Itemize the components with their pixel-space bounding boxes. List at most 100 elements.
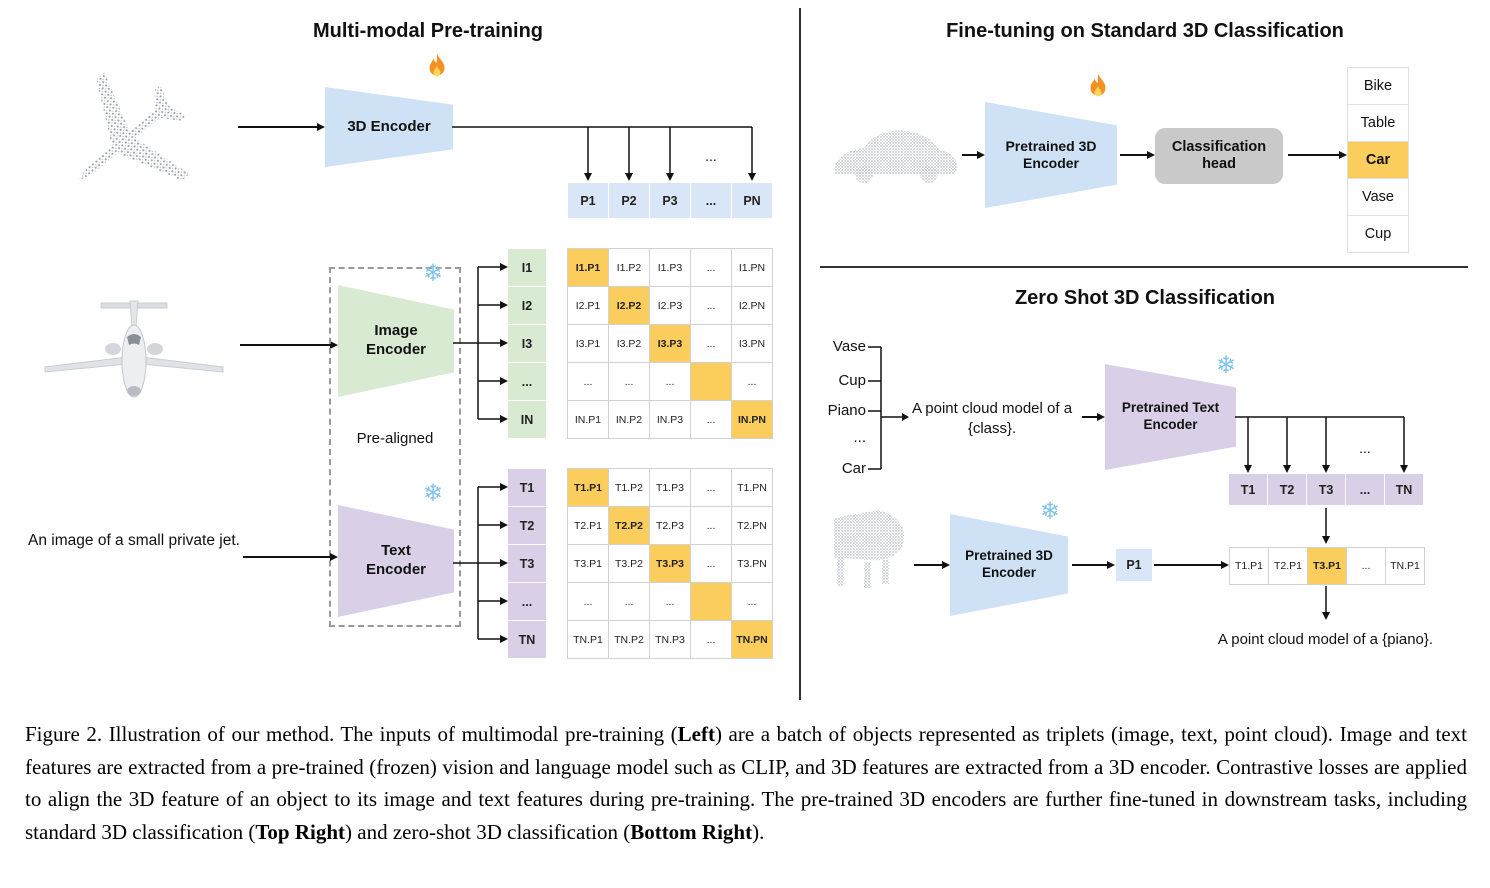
matrix-cell: ... [650,583,690,620]
t-cell: T2 [508,507,546,544]
result-cell: ... [1347,548,1385,584]
caption-text: Figure 2. Illustration of our method. Th… [25,722,678,746]
p-feature-row: P1 P2 P3 ... PN [568,183,772,218]
t-feature-column: T1 T2 T3 ... TN [508,469,546,658]
matrix-cell: IN.P1 [568,401,608,438]
matrix-cell: I2.PN [732,287,772,324]
arrow-car-to-encoder [962,154,978,156]
matrix-cell: T2.PN [732,507,772,544]
matrix-cell [691,363,731,400]
matrix-cell [691,583,731,620]
class-word-ellipsis: ... [853,429,866,446]
i-cell: I1 [508,249,546,286]
result-cell: T2.P1 [1269,548,1307,584]
vertical-divider [799,8,801,700]
matrix-cell: I1.P2 [609,249,649,286]
caption-bold-left: Left [677,722,715,746]
matrix-cell: ... [691,249,731,286]
p-cell: ... [691,183,731,218]
arrow-plane-to-3d-encoder [238,126,318,128]
image-encoder-fanout-lines [453,263,508,423]
ellipsis-label: ... [705,148,717,164]
image-encoder-label: Image Encoder [365,322,426,358]
arrow-result-to-output [1322,586,1330,620]
matrix-cell: T3.P3 [650,545,690,582]
output-text: A point cloud model of a {piano}. [1217,631,1434,648]
snowflake-icon: ❄ [423,260,444,287]
t-cell: T1 [1229,474,1267,505]
matrix-cell: T1.P2 [609,469,649,506]
matrix-cell: ... [691,621,731,658]
3d-encoder-trapezoid: 3D Encoder [325,87,453,167]
matrix-cell: TN.P3 [650,621,690,658]
class-word: Piano [827,402,866,419]
matrix-cell: T1.P3 [650,469,690,506]
airplane-point-cloud [79,72,190,181]
zeroshot-result-row: T1.P1 T2.P1 T3.P1 ... TN.P1 [1229,547,1425,585]
image-point-matrix: I1.P1 I1.P2 I1.P3 ... I1.PN I2.P1 I2.P2 … [567,248,773,439]
matrix-cell: I2.P1 [568,287,608,324]
text-encoder-fanout-lines [453,483,508,643]
arrow-image-to-image-encoder [240,344,331,346]
matrix-cell: I1.P1 [568,249,608,286]
matrix-cell: I2.P2 [609,287,649,324]
matrix-cell: TN.P1 [568,621,608,658]
arrow-head-to-classes [1288,154,1340,156]
pretrained-3d-encoder-label: Pretrained 3D Encoder [1005,137,1097,172]
class-words-fanin-lines [868,346,909,470]
p-cell: P1 [568,183,608,218]
class-row: Bike [1348,68,1408,104]
matrix-cell: T2.P1 [568,507,608,544]
caption-text: ) are a batch of objects represented as … [25,722,1467,844]
class-word: Car [841,460,866,477]
3d-encoder-label: 3D Encoder [347,117,431,135]
car-point-cloud [834,130,957,183]
matrix-cell: I3.P3 [650,325,690,362]
arrow-p1-to-result [1154,564,1222,566]
matrix-cell: I1.PN [732,249,772,286]
matrix-cell: T1.P1 [568,469,608,506]
i-cell: I3 [508,325,546,362]
i-cell: I2 [508,287,546,324]
p-cell: PN [732,183,772,218]
figure-caption: Figure 2. Illustration of our method. Th… [25,718,1467,848]
matrix-cell: ... [691,401,731,438]
prompt-text: A point cloud model of a {class}. [911,400,1073,438]
matrix-cell: T1.PN [732,469,772,506]
class-row: Table [1348,105,1408,141]
caption-text: ) and zero-shot 3D classification ( [345,819,631,844]
pretrained-3d-encoder-trapezoid: Pretrained 3D Encoder [985,102,1117,208]
bottom-right-title: Zero Shot 3D Classification [1014,287,1276,309]
arrow-piano-to-encoder [914,564,943,566]
result-cell-highlighted: T3.P1 [1308,548,1346,584]
classification-head-box: Classification head [1155,128,1283,184]
class-list: Bike Table Car Vase Cup [1347,67,1409,253]
pretrained-text-encoder-label: Pretrained Text Encoder [1121,400,1220,432]
classification-head-label: Classification head [1171,138,1267,172]
t-cell: T3 [508,545,546,582]
matrix-cell: ... [732,363,772,400]
matrix-cell: ... [691,287,731,324]
i-feature-column: I1 I2 I3 ... IN [508,249,546,438]
pretrained-3d-encoder-zeroshot-trapezoid: Pretrained 3D Encoder [950,514,1068,616]
top-right-title: Fine-tuning on Standard 3D Classificatio… [946,20,1344,42]
arrow-prompt-to-text-encoder [1082,416,1098,418]
t-cell: TN [1385,474,1423,505]
matrix-cell: T3.P1 [568,545,608,582]
matrix-cell: ... [650,363,690,400]
caption-bold-bottom-right: Bottom Right [630,819,753,844]
pretrained-text-encoder-trapezoid: Pretrained Text Encoder [1105,364,1236,470]
arrow-encoder-to-p1 [1072,564,1108,566]
matrix-cell: ... [691,325,731,362]
matrix-cell: IN.P2 [609,401,649,438]
left-panel-title: Multi-modal Pre-training [313,20,543,42]
class-word: Cup [838,372,866,389]
arrow-text-to-text-encoder [243,556,331,558]
matrix-cell: IN.P3 [650,401,690,438]
ellipsis-label: ... [1359,440,1371,456]
matrix-cell: ... [691,507,731,544]
t-cell: T1 [508,469,546,506]
matrix-cell: IN.PN [732,401,772,438]
matrix-cell: I2.P3 [650,287,690,324]
